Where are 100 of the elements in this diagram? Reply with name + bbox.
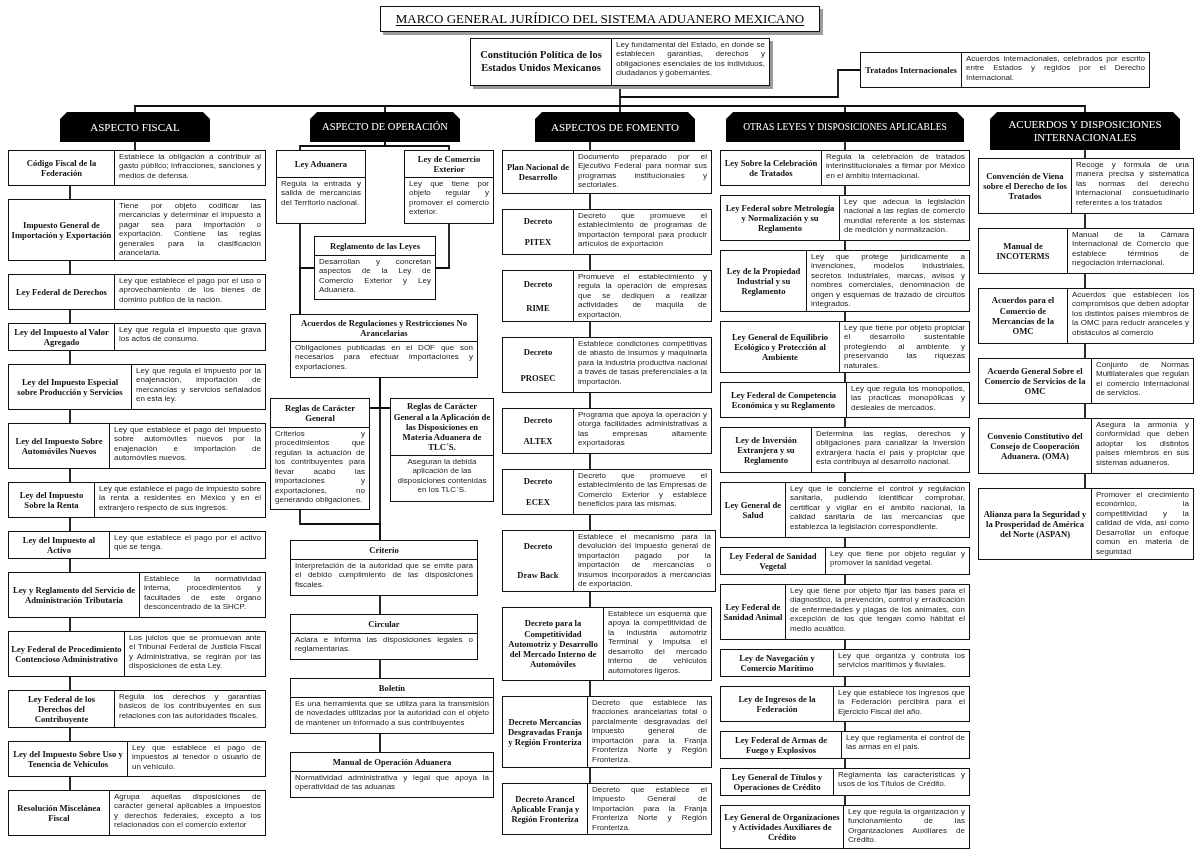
law-title: Convención de Viena sobre el Derecho de los Tratados (982, 170, 1068, 202)
law-title: Decreto para la Competitividad Automotriz y Desarrollo del Mercado Interno de Automóviles (507, 618, 599, 670)
law-box (502, 209, 712, 255)
law-description: Ley que organiza y controla los servicios marítimos y fluviales. (838, 651, 965, 670)
law-title: Ley del Impuesto Sobre la Renta (18, 489, 85, 511)
connector-line (844, 758, 846, 769)
connector-line (1084, 343, 1086, 359)
law-title: Ley Federal de Armas de Fuego y Explosivos (733, 734, 829, 756)
law-title: Plan Nacional de Desarrollo (505, 161, 571, 183)
law-title: Criterio (369, 544, 399, 556)
law-title: Ley Federal de Derechos (16, 286, 107, 298)
law-box (720, 805, 970, 849)
law-box (720, 482, 970, 538)
diagram-title: MARCO GENERAL JURÍDICO DEL SISTEMA ADUANERO MEXICANO (380, 6, 820, 32)
connector-line (1084, 273, 1086, 289)
law-title: Manual de Operación Aduanera (332, 756, 452, 768)
law-box (720, 584, 970, 640)
law-title: Ley y Reglamento del Servicio de Administración Tributaria (12, 584, 136, 606)
law-box (502, 530, 716, 592)
law-box (720, 150, 970, 186)
law-box (8, 323, 266, 351)
law-title: Circular (368, 618, 400, 630)
connector-line (844, 311, 846, 322)
law-title: Tratados Internacionales (865, 64, 957, 76)
connector-line (69, 350, 71, 365)
connector-line (1084, 213, 1086, 229)
connector-line (134, 141, 136, 151)
law-description: Es una herramienta que se utiliza para la transmisión de novedades utilizadas por la autoridad con el objeto de mantener un informado a sus contribuyentes (295, 699, 489, 728)
law-title: Impuesto General de Importación y Exportación (11, 219, 112, 241)
law-title: Reglas de Carácter General (283, 402, 357, 424)
law-box (390, 398, 494, 502)
law-box (8, 572, 266, 618)
law-description: Recoge y formula de una manera precisa y sistemática las normas del derecho internacional consuetudinario referentes a los tratados (1076, 160, 1189, 208)
law-title: Ley Federal de Competencia Económica y su Reglamento (729, 389, 838, 411)
law-title: Convenio Constitutivo del Consejo de Cooperación Aduanera. (OMA) (986, 430, 1084, 462)
law-description: Ley que establece el pago de impuestos al tenedor o usuario de un vehículo. (132, 743, 261, 772)
law-title: Resolución Miscelánea Fiscal (16, 802, 102, 824)
law-box (8, 790, 266, 836)
law-box (502, 408, 712, 454)
law-description: Documento preparado por el Ejecutivo Federal para normar sus programas institucionales y sectoriales. (578, 152, 707, 190)
law-box (502, 469, 712, 515)
connector-line (844, 417, 846, 428)
connector-line (589, 321, 591, 338)
law-description: Regula los derechos y garantías básicos de los contribuyentes en sus relaciones con las autoridades fiscales. (119, 692, 261, 721)
law-title: Decreto (523, 476, 553, 487)
law-title: Decreto (523, 216, 553, 227)
connector-line (69, 468, 71, 483)
law-box (502, 607, 712, 681)
law-box (290, 314, 478, 378)
law-box (978, 358, 1194, 404)
law-box (8, 482, 266, 518)
law-description: Promover el crecimiento económico, la competitividad y la calidad de vida, así como Desarrollar un enfoque común en materia de seguridad (1096, 490, 1189, 557)
law-title: Acuerdos para el Comercio de Mercancías de la OMC (990, 295, 1056, 337)
connector-line (384, 141, 450, 151)
law-description: Ley que protege jurídicamente a invenciones, modelos industriales, secretos industriales, marcas, avisos y nombres comerciales, denominación de origen y esquemas de trazado de circuitos integrados. (811, 252, 965, 309)
connector-line (589, 453, 591, 470)
law-title: Ley del Impuesto Sobre Automóviles Nuevos (14, 435, 104, 457)
law-description: Ley que tiene por objeto regular y promover el comercio exterior. (409, 179, 489, 217)
law-title: Ley Aduanera (294, 158, 348, 170)
connector-line (69, 727, 71, 742)
connector-line (69, 558, 71, 573)
law-description: Establece condiciones competitivas de abasto de insumos y maquinaria para la industria productiva nacional a través de tasas preferenciales a la importación. (578, 339, 707, 387)
connector-line (1084, 403, 1086, 419)
law-title: Decreto (523, 415, 553, 426)
law-box (720, 250, 970, 312)
law-box (720, 731, 970, 759)
connector-line (844, 676, 846, 687)
law-title: Acuerdos de Regulaciones y Restricciones No Arancelarias (300, 317, 468, 339)
law-description: Ley que regula la organización y funcionamiento de las Organizaciones Auxiliares de Crédito. (848, 807, 965, 845)
law-title: Ley de Inversión Extranjera y su Reglamento (734, 434, 798, 466)
connector-line (589, 680, 591, 697)
connector-line (844, 240, 846, 251)
connector-line (619, 105, 621, 113)
connector-line (589, 392, 591, 409)
section-heading: ASPECTO FISCAL (90, 120, 180, 134)
law-title: Decreto Mercancías Desgravadas Franja y Región Fronteriza (506, 716, 584, 748)
law-description: Ley que regula el impuesto por la enajenación, importación de mercancías y servicios señalados en esta ley. (136, 366, 261, 404)
law-title: ALTEX (523, 436, 553, 447)
connector-line (844, 795, 846, 806)
law-box (8, 150, 266, 186)
law-title: Draw Back (517, 570, 559, 581)
law-description: Ley que establece el pago del impuesto sobre automóviles nuevos por la enajenación e importación de automóviles nuevos. (114, 425, 261, 463)
law-description: Promueve el establecimiento y regula la operación de empresas que se dediquen a realizar actividades de maquila de exportación. (578, 272, 707, 320)
connector-line (844, 721, 846, 732)
law-description: Regula la entrada y salida de mercancías del Territorio nacional. (281, 179, 361, 208)
connector-line (69, 260, 71, 275)
law-box (720, 686, 970, 722)
law-title: Decreto (523, 346, 553, 358)
connector-line (69, 517, 71, 532)
law-description: Decreto que establece las fracciones arancelarias total o parcialmente desgravadas del impuesto general de importación para la Franja Fronteriza Norte y Región Fronteriza. (592, 698, 707, 765)
law-box (720, 195, 970, 241)
law-title: Reglas de Carácter General a la Aplicación de las Disposiciones en Materia Aduanera de TLC´S. (393, 401, 491, 453)
law-box (290, 752, 494, 798)
law-description: Ley que reglamenta el control de las armas en el país. (846, 733, 965, 752)
connector-line (69, 617, 71, 632)
law-title: Reglamento de las Leyes (330, 240, 420, 252)
law-description: Ley que establece el pago por el uso o aprovechamiento de los bienes de dominio publico de la nación. (119, 276, 261, 305)
law-box (276, 150, 366, 224)
law-box (978, 488, 1194, 560)
law-description: Ley que tiene por objeto regular y promover la sanidad vegetal. (830, 549, 965, 568)
